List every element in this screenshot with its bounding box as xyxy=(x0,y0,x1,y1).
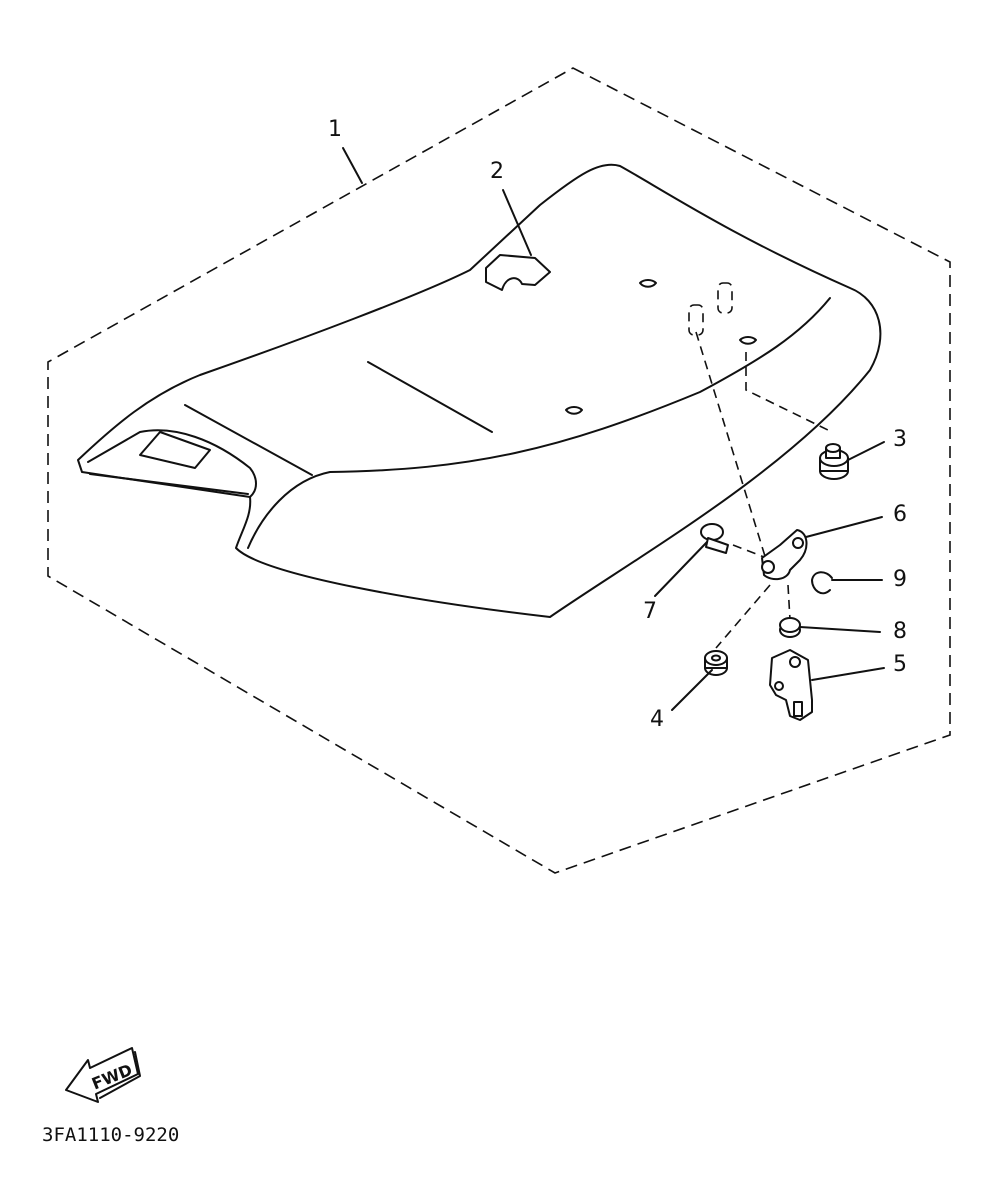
leader-line xyxy=(799,626,881,633)
leader-line xyxy=(805,516,883,538)
part-5-lock xyxy=(769,649,813,721)
callout-4: 4 xyxy=(650,707,664,732)
seat-pan-inner xyxy=(139,431,211,469)
seat-hole xyxy=(565,406,583,415)
seat-top-seam xyxy=(247,297,831,549)
guide-line xyxy=(732,544,765,558)
guide-line xyxy=(787,584,791,621)
seat-hole xyxy=(739,336,757,345)
callout-2: 2 xyxy=(490,159,504,184)
guide-line xyxy=(745,352,833,433)
seat-pan-edge xyxy=(89,473,249,495)
leader-line xyxy=(502,189,532,256)
seat-outline xyxy=(77,163,882,618)
leader-line xyxy=(671,669,713,711)
part-7-bolt xyxy=(700,523,729,554)
guide-line xyxy=(695,331,769,567)
leader-line xyxy=(811,667,885,681)
part-6-plate xyxy=(761,529,808,581)
part-3-damper xyxy=(819,443,849,480)
callout-8: 8 xyxy=(893,619,907,644)
guide-line xyxy=(715,584,771,649)
seat-hole xyxy=(639,279,657,288)
seat-strap xyxy=(485,254,551,291)
leader-line xyxy=(654,541,708,597)
callout-3: 3 xyxy=(893,427,907,452)
part-4-damper xyxy=(704,650,728,676)
seat-pan xyxy=(87,429,257,498)
callout-9: 9 xyxy=(893,567,907,592)
callout-6: 6 xyxy=(893,502,907,527)
seat-surface-line xyxy=(184,404,313,476)
assembly-boundary xyxy=(47,67,951,874)
forward-arrow-icon xyxy=(65,1047,141,1103)
diagram-code: 3FA1110-9220 xyxy=(42,1124,179,1146)
part-8-spring xyxy=(779,617,801,638)
seat-surface-line xyxy=(367,361,493,433)
callout-5: 5 xyxy=(893,652,907,677)
seat-slot xyxy=(717,282,733,314)
leader-line xyxy=(342,147,363,184)
part-9-clip xyxy=(811,571,833,595)
seat-slot xyxy=(688,304,704,336)
leader-line xyxy=(847,441,885,461)
callout-7: 7 xyxy=(643,599,657,624)
callout-1: 1 xyxy=(328,117,342,142)
